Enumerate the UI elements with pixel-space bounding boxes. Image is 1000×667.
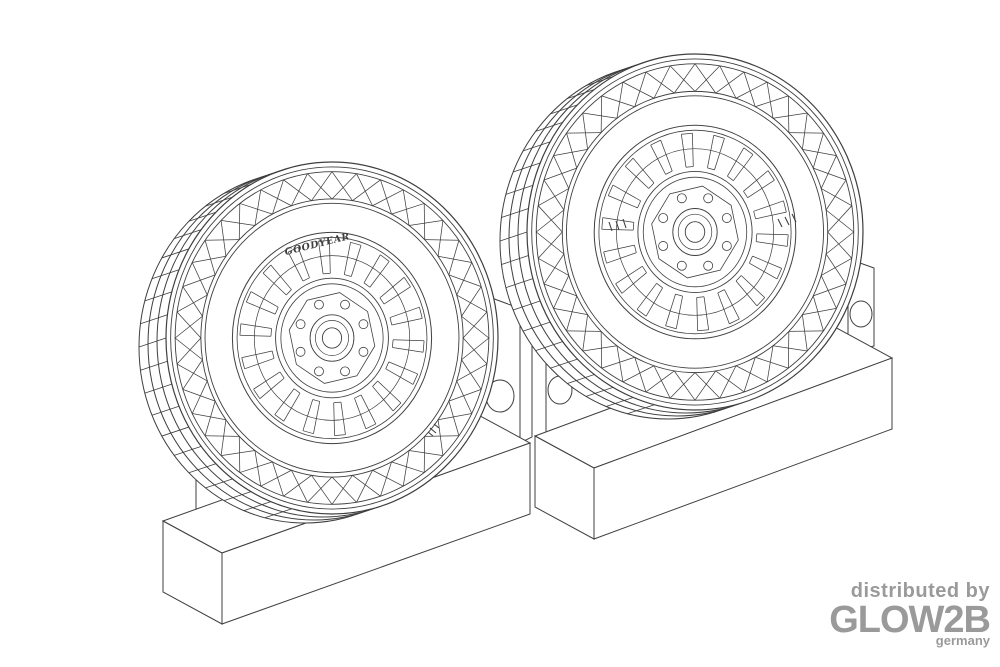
watermark-brand-logo: GLOW2B: [829, 598, 991, 641]
right-wheel: [500, 54, 863, 419]
watermark-country: germany: [935, 633, 990, 648]
hub: [276, 278, 389, 398]
distributor-watermark: distributed by GLOW2B germany: [829, 579, 991, 648]
tire-outline: [166, 162, 498, 514]
watermark-distributed-by: distributed by: [850, 579, 990, 602]
sidewall-and-rim-edge: [205, 203, 459, 472]
right-hub-mold-mark: [609, 219, 626, 231]
left-wheel: [139, 162, 498, 523]
tread-edge-ticks: [139, 167, 292, 518]
hub: [638, 171, 752, 292]
tread-diamond-band: [175, 172, 489, 505]
tread-edge-ticks: [500, 59, 654, 413]
rim-rib-slots: [602, 133, 788, 331]
tire-outline: [527, 54, 863, 410]
right-stand-base-front-face: [594, 358, 892, 539]
left-tire-mold-mark: [428, 424, 439, 436]
sidewall-and-rim-edge: [566, 96, 823, 368]
right-tire-mold-mark: [778, 214, 796, 227]
tread-diamond-band: [536, 64, 854, 400]
rim-rib-slots: [240, 240, 424, 435]
right-stand-rear-plate-hole: [850, 301, 872, 327]
